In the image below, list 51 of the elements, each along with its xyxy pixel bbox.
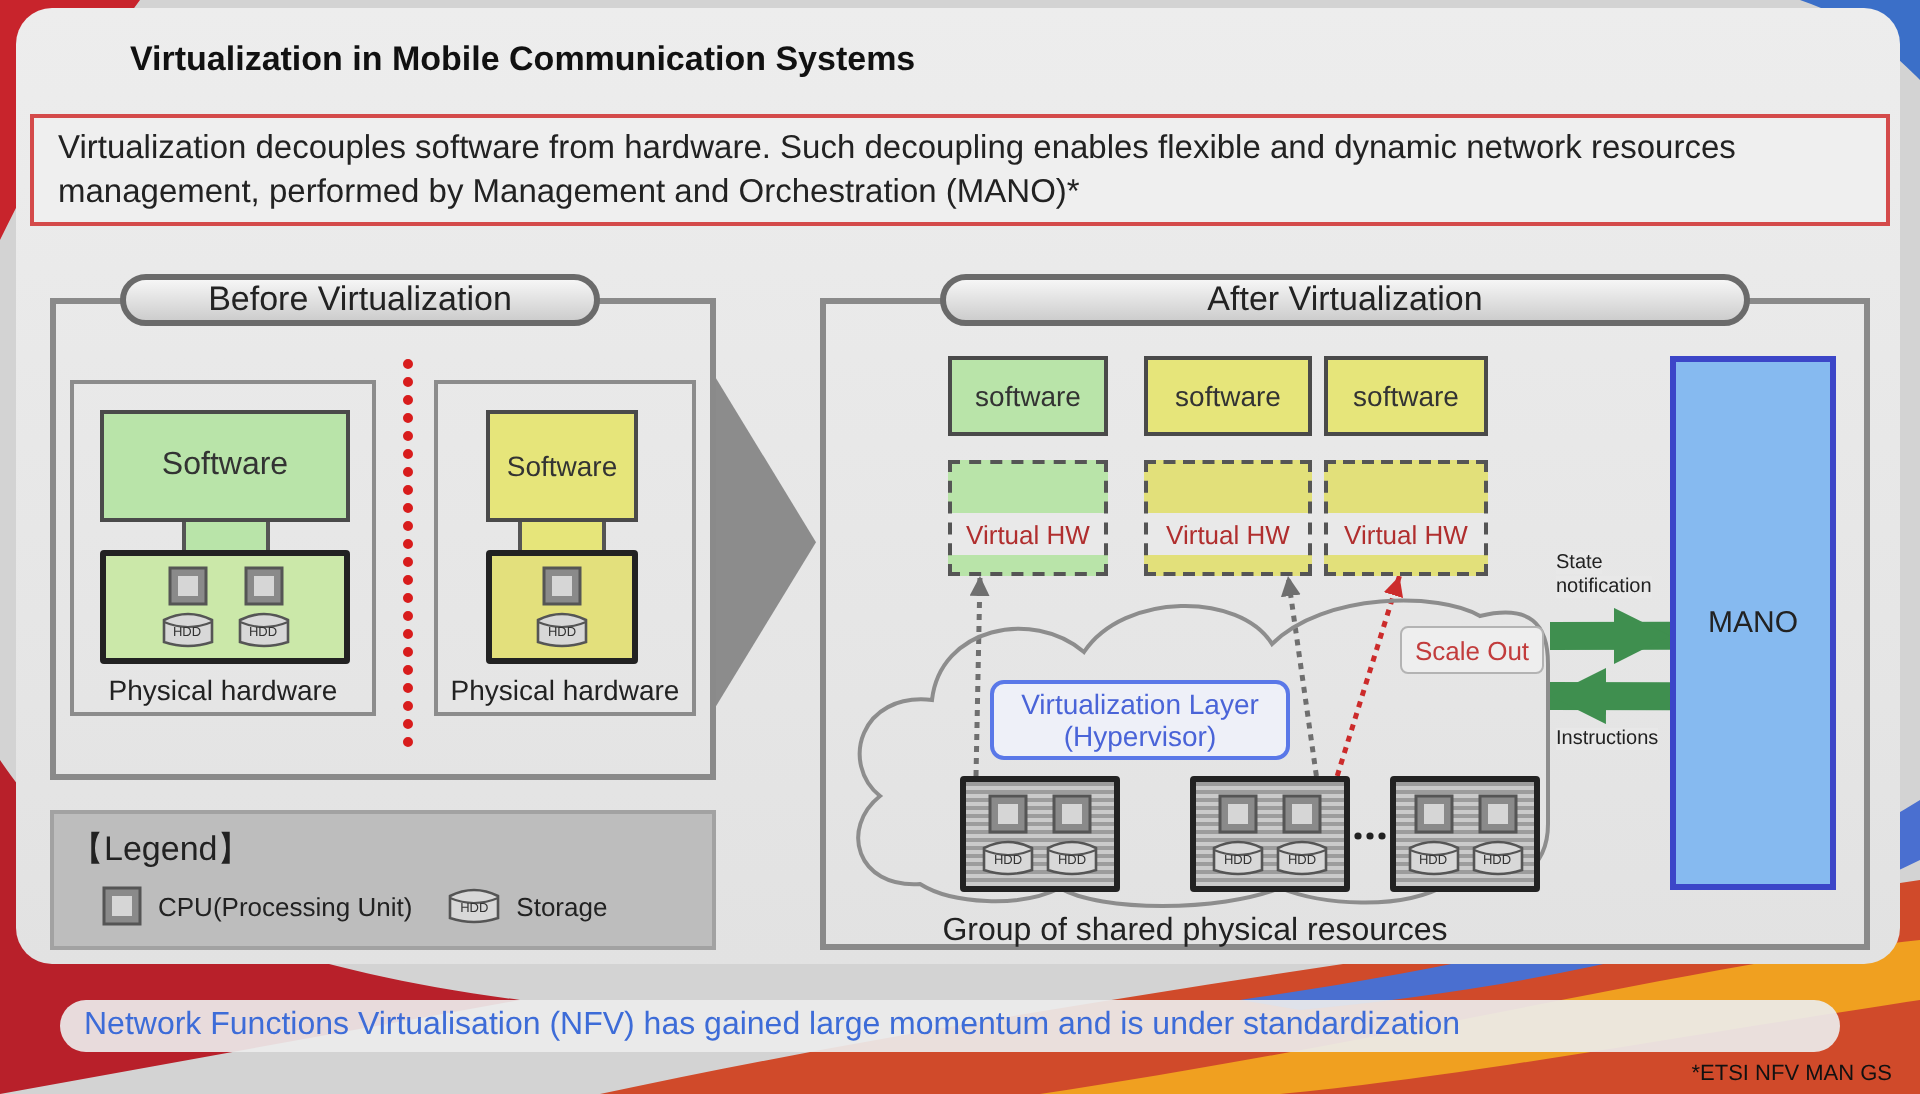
cloud-label: Group of shared physical resources	[940, 914, 1450, 950]
virtual-hw-label: Virtual HW	[1344, 520, 1468, 550]
section-heading: Before Virtualization	[120, 274, 600, 326]
software-label: Software	[506, 450, 618, 482]
hardware-unit-box	[434, 380, 696, 716]
server-box	[960, 776, 1120, 892]
mano-label: MANO	[1708, 606, 1798, 640]
software-label: Software	[161, 448, 289, 484]
arrow	[1550, 668, 1671, 725]
hardware-label: Physical hardware	[448, 674, 682, 706]
description-box	[30, 114, 1890, 226]
server-box	[1190, 776, 1350, 892]
software-label: software	[975, 380, 1081, 412]
section-heading: After Virtualization	[940, 274, 1750, 326]
virtual-hardware-box	[1144, 460, 1312, 576]
hypervisor-layer-box	[990, 680, 1290, 760]
footnote: *ETSI NFV MAN GS	[1691, 1062, 1892, 1086]
physical-hardware-box	[100, 550, 350, 664]
section-panel	[820, 274, 1870, 950]
scale-out-label: Scale Out	[1414, 635, 1530, 665]
legend-label: CPU(Processing Unit)	[158, 891, 413, 921]
software-box	[486, 410, 638, 522]
virtual-hw-label: Virtual HW	[966, 520, 1090, 550]
software-box	[1324, 356, 1488, 436]
title: Virtualization in Mobile Communication Systems	[130, 40, 916, 80]
mano-box	[1670, 356, 1836, 890]
software-box	[1144, 356, 1312, 436]
physical-hardware-box	[486, 550, 638, 664]
server-box	[1390, 776, 1540, 892]
dotted-arrow	[1334, 575, 1404, 777]
arrow	[1550, 607, 1670, 664]
virtual-hw-label: Virtual HW	[1166, 520, 1290, 550]
description-text: Virtualization decouples software from hardware. Such decoupling enables flexible and dynamic network resources management, performed by Management and Orchestration (MANO)*	[58, 128, 1738, 214]
software-label: software	[1175, 380, 1281, 412]
edge-label: Instructions	[1556, 728, 1659, 750]
hardware-unit-box	[70, 380, 376, 716]
hardware-label: Physical hardware	[106, 674, 340, 706]
software-box	[948, 356, 1108, 436]
scale-out-box	[1400, 626, 1544, 674]
hypervisor-label: Virtualization Layer (Hypervisor)	[1019, 688, 1261, 752]
chevron-arrow	[716, 378, 816, 707]
software-box	[100, 410, 350, 522]
section-panel	[50, 274, 716, 780]
legend-heading: 【Legend】	[70, 828, 252, 872]
virtual-hardware-box	[1324, 460, 1488, 576]
legend-label: Storage	[516, 891, 608, 921]
dotted-arrow	[1280, 575, 1319, 777]
software-label: software	[1353, 380, 1459, 412]
dotted-arrow	[969, 575, 990, 777]
note-banner: Network Functions Virtualisation (NFV) has gained large momentum and is under standardization	[60, 1000, 1840, 1052]
virtual-hardware-box	[948, 460, 1108, 576]
